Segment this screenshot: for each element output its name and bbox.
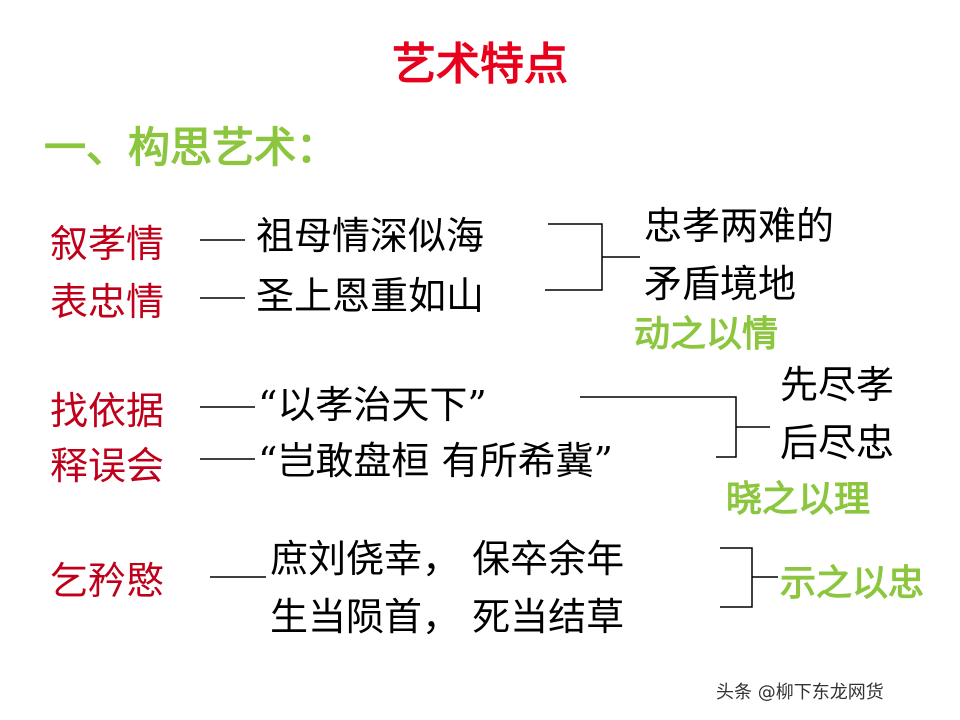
result-filial-first: 先尽孝 [780, 363, 895, 407]
result-dilemma-1: 忠孝两难的 [644, 204, 835, 248]
label-biao-zhong-qing: 表忠情 [50, 280, 165, 324]
tag-emotion: 动之以情 [634, 314, 779, 355]
section-heading: 一、构思艺术： [44, 123, 339, 172]
item-emperor: 圣上恩重如山 [256, 274, 485, 318]
label-qi-jin-min: 乞矜愍 [50, 559, 165, 603]
slide-title: 艺术特点 [392, 39, 568, 90]
label-shi-wu-hui: 释误会 [50, 444, 165, 488]
result-dilemma-2: 矛盾境地 [644, 262, 797, 306]
item-hesitation: “岂敢盘桓 有所希冀” [258, 439, 613, 483]
item-filial-rule: “以孝治天下” [258, 383, 487, 427]
result-loyal-after: 后尽忠 [780, 421, 895, 465]
label-zhao-yi-ju: 找依据 [50, 389, 165, 433]
bracket [545, 223, 603, 291]
watermark: 头条 @柳下东龙网货 [716, 682, 884, 703]
label-xu-xiao-qing: 叙孝情 [50, 222, 165, 266]
item-grandmother: 祖母情深似海 [256, 214, 485, 258]
tag-loyalty: 示之以忠 [780, 563, 925, 604]
item-spare-years: 庶刘侥幸， 保卒余年 [270, 537, 625, 581]
item-repay: 生当陨首， 死当结草 [270, 595, 625, 639]
tag-reason: 晓之以理 [726, 479, 871, 520]
bracket [720, 547, 753, 608]
